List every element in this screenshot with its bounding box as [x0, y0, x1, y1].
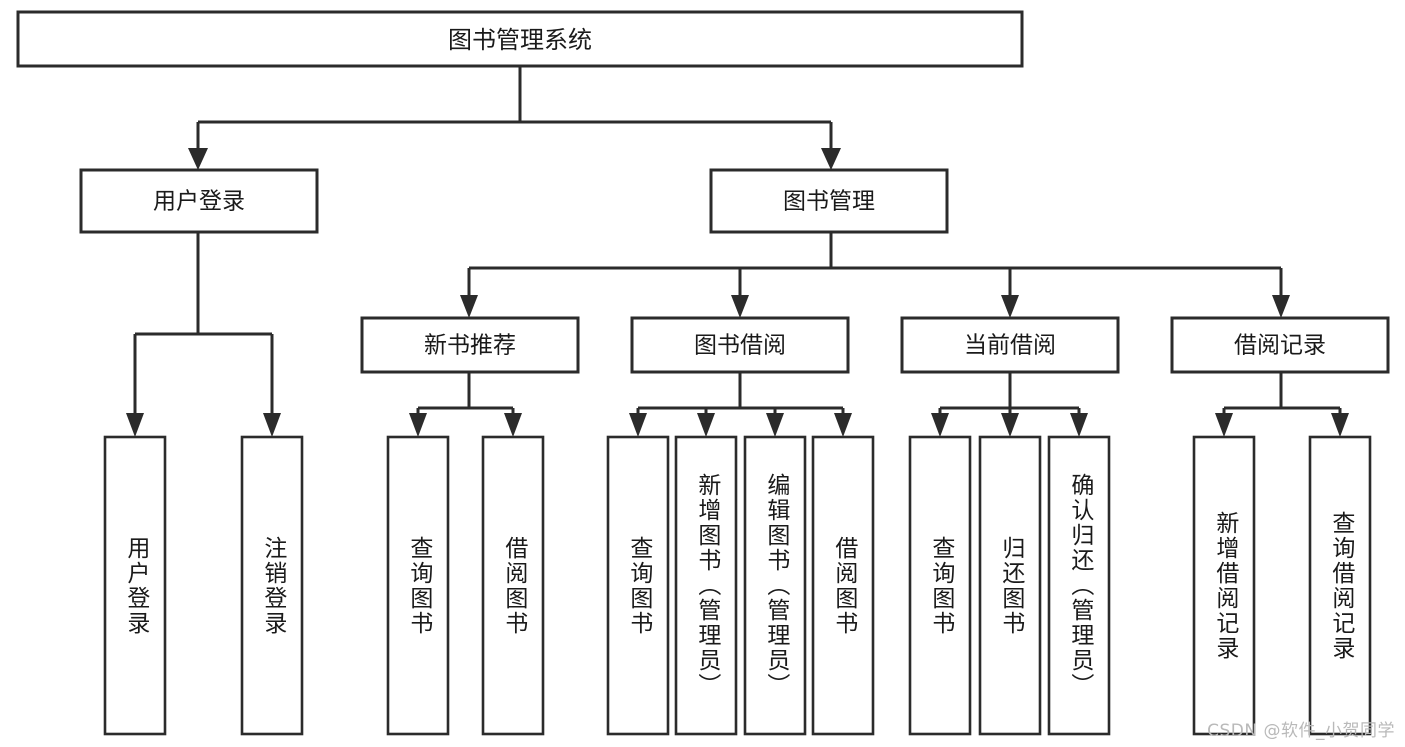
- node-new-book-recommend-label: 新书推荐: [424, 333, 516, 359]
- arrow-head-newbook-leaf-2: [504, 413, 522, 437]
- node-borrow-record-label: 借阅记录: [1234, 333, 1326, 359]
- arrow-head-bookborrow-leaf-2: [697, 413, 715, 437]
- node-borrow-record[interactable]: 借阅记录: [1170, 316, 1390, 374]
- connector-group: [126, 66, 1349, 437]
- node-current-borrow[interactable]: 当前借阅: [900, 316, 1120, 374]
- arrow-head-leaf-user-login: [126, 413, 144, 437]
- node-book-borrow-box[interactable]: [630, 316, 850, 374]
- arrow-head-current-borrow: [1001, 295, 1019, 318]
- arrow-head-leaf-logout: [263, 413, 281, 437]
- node-current-borrow-label: 当前借阅: [964, 333, 1056, 359]
- node-new-book-recommend[interactable]: 新书推荐: [360, 316, 580, 374]
- arrow-head-borrowrecord-leaf-2: [1331, 413, 1349, 437]
- node-root[interactable]: 图书管理系统: [16, 10, 1024, 68]
- leaf-box-query-book-2[interactable]: [606, 435, 670, 736]
- node-user-login-box[interactable]: [79, 168, 319, 234]
- leaf-box-add-book-admin[interactable]: [674, 435, 738, 736]
- leaf-box-query-book-1[interactable]: [386, 435, 450, 736]
- node-book-manage-label: 图书管理: [783, 189, 875, 215]
- node-book-manage[interactable]: 图书管理: [709, 168, 949, 234]
- arrow-head-borrowrecord-leaf-1: [1215, 413, 1233, 437]
- node-root-label: 图书管理系统: [448, 26, 592, 54]
- leaf-box-query-borrow-record[interactable]: [1308, 435, 1372, 736]
- arrow-head-currentborrow-leaf-3: [1070, 413, 1088, 437]
- arrow-head-book-borrow: [731, 295, 749, 318]
- arrow-head-bookborrow-leaf-3: [766, 413, 784, 437]
- leaf-box-borrow-book-2[interactable]: [811, 435, 875, 736]
- leaf-box-borrow-book-1[interactable]: [481, 435, 545, 736]
- node-root-box[interactable]: [16, 10, 1024, 68]
- leaf-box-add-borrow-record[interactable]: [1192, 435, 1256, 736]
- node-borrow-record-box[interactable]: [1170, 316, 1390, 374]
- node-book-manage-box[interactable]: [709, 168, 949, 234]
- arrow-head-newbook-leaf-1: [409, 413, 427, 437]
- leaf-box-query-book-3[interactable]: [908, 435, 972, 736]
- node-book-borrow-label: 图书借阅: [694, 333, 786, 359]
- arrow-head-currentborrow-leaf-2: [1001, 413, 1019, 437]
- leaf-box-user-login[interactable]: [103, 435, 167, 736]
- leaf-box-return-book[interactable]: [978, 435, 1042, 736]
- node-book-borrow[interactable]: 图书借阅: [630, 316, 850, 374]
- arrow-head-bookborrow-leaf-1: [629, 413, 647, 437]
- arrow-head-bookborrow-leaf-4: [834, 413, 852, 437]
- leaf-box-edit-book-admin[interactable]: [743, 435, 807, 736]
- arrow-head-currentborrow-leaf-1: [931, 413, 949, 437]
- node-user-login[interactable]: 用户登录: [79, 168, 319, 234]
- arrow-head-borrow-record: [1272, 295, 1290, 318]
- leaf-box-confirm-return-admin[interactable]: [1047, 435, 1111, 736]
- leaf-box-logout[interactable]: [240, 435, 304, 736]
- node-new-book-recommend-box[interactable]: [360, 316, 580, 374]
- csdn-watermark: CSDN @软件_小贺同学: [1207, 721, 1395, 741]
- arrow-head-new-book: [460, 295, 478, 318]
- node-user-login-label: 用户登录: [153, 189, 245, 215]
- node-current-borrow-box[interactable]: [900, 316, 1120, 374]
- arrow-head-user-login: [188, 148, 208, 170]
- arrow-head-book-manage: [821, 148, 841, 170]
